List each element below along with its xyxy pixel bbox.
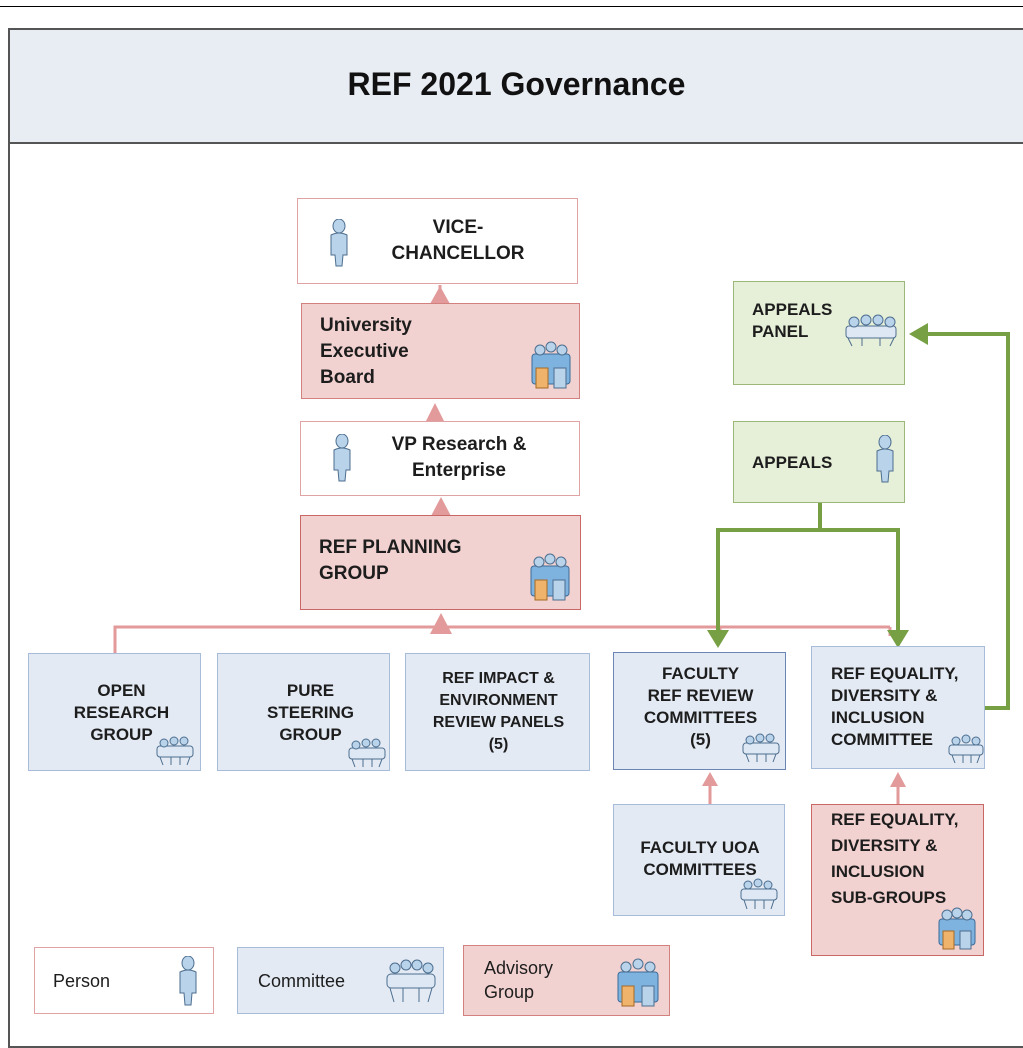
node-label: REF PLANNING GROUP [319,537,462,584]
diagram-title: REF 2021 Governance [347,66,686,102]
node-ref-impact-environment-panels: REF IMPACT & ENVIRONMENT REVIEW PANELS (… [405,653,590,771]
top-rule [0,6,1023,7]
node-label: University Executive Board [320,315,412,388]
node-vp-research-enterprise: VP Research & Enterprise [300,421,580,496]
advisory-group-icon [528,340,574,397]
legend-committee-label: Committee [258,971,346,991]
node-pure-steering-group: PURE STEERING GROUP [217,653,390,771]
committee-icon [346,736,388,775]
arrow-vp-to-ueb [426,403,444,421]
advisory-group-icon [614,956,662,1015]
committee-icon [738,875,780,918]
node-university-executive-board: University Executive Board [301,303,580,399]
node-label: REF IMPACT & ENVIRONMENT REVIEW PANELS (… [432,670,565,753]
legend-committee: Committee [237,947,444,1014]
green-edi-to-appeals-panel [909,323,1010,710]
node-vice-chancellor: VICE- CHANCELLOR [297,198,578,284]
node-faculty-uoa-committees: FACULTY UOA COMMITTEES [613,804,785,916]
committee-icon [383,956,439,1011]
node-label: REF EQUALITY, DIVERSITY & INCLUSION COMM… [831,664,959,749]
arrow-subgroups-to-edi [890,772,906,805]
legend-advisory-group: Advisory Group [463,945,670,1016]
node-ref-edi-sub-groups: REF EQUALITY, DIVERSITY & INCLUSION SUB-… [811,804,984,956]
node-label: VP Research & Enterprise [391,434,527,481]
arrow-ueb-to-vc [430,285,450,304]
node-label: VICE- CHANCELLOR [391,217,525,264]
arrow-planning-to-vp [431,497,451,516]
person-icon [331,433,353,487]
node-ref-edi-committee: REF EQUALITY, DIVERSITY & INCLUSION COMM… [811,646,985,769]
node-faculty-ref-review-committees: FACULTY REF REVIEW COMMITTEES (5) [613,652,786,770]
node-label: APPEALS [752,453,833,472]
node-label: OPEN RESEARCH GROUP [73,681,170,744]
legend-person-label: Person [53,971,111,991]
node-label: REF EQUALITY, DIVERSITY & INCLUSION SUB-… [831,810,959,907]
green-appeals-routes [707,503,909,648]
committee-icon [154,734,196,773]
node-label: FACULTY UOA COMMITTEES [640,838,760,879]
advisory-group-icon [527,552,573,609]
diagram-header: REF 2021 Governance [10,30,1023,144]
node-label: PURE STEERING GROUP [267,681,354,744]
node-label: APPEALS PANEL [752,300,833,341]
node-open-research-group: OPEN RESEARCH GROUP [28,653,201,771]
committee-icon [740,731,782,770]
person-icon [328,218,350,272]
arrow-uoa-to-review [702,772,718,804]
node-appeals-panel: APPEALS PANEL [733,281,905,385]
committee-icon [842,312,900,353]
legend-person: Person [34,947,214,1014]
legend-advisory-label: Advisory Group [484,958,554,1002]
person-icon [874,434,896,488]
node-label: FACULTY REF REVIEW COMMITTEES (5) [643,664,758,749]
red-bus [113,613,892,653]
node-appeals: APPEALS [733,421,905,503]
node-ref-planning-group: REF PLANNING GROUP [300,515,581,610]
advisory-group-icon [936,907,978,958]
person-icon [177,955,199,1011]
committee-icon [946,733,986,770]
